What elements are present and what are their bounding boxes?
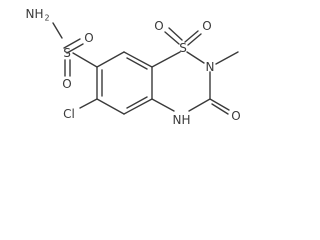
atom-label-o-sulfonamide-2: O [62, 77, 71, 91]
bond-n2-methyl [215, 51, 239, 65]
bond-s-o1-double [66, 43, 84, 54]
atom-label-nh2-n: N [26, 7, 35, 21]
bond-s-o1 [63, 38, 81, 49]
bond-c8a-c4a-double [126, 57, 148, 70]
bonds [52, 22, 239, 115]
atom-label-s-sulfonamide: S [63, 46, 71, 60]
bond-s1-o2-double [187, 33, 202, 46]
atom-label-s-ring: S [179, 41, 187, 55]
bond-s1-o1 [164, 31, 180, 45]
bond-c3-o-double [211, 103, 229, 115]
atom-label-cl: Cl [63, 107, 75, 121]
bond-s1-o1-double [168, 27, 183, 41]
atom-label-o-ring-1: O [154, 19, 163, 33]
atom-label-nh2-subscript: 2 [44, 14, 49, 23]
atom-label-o-carbonyl: O [231, 109, 240, 123]
bond-n4-c4a [151, 98, 175, 112]
bond-c5-c6-double [126, 96, 148, 109]
bond-s1-o2 [184, 30, 199, 43]
bond-c3-n4 [188, 98, 211, 112]
bond-c8a-s1 [151, 51, 181, 68]
atom-label-nh2-h: H [34, 7, 43, 21]
bond-c8a-c4a [123, 51, 153, 68]
bond-s-nh2 [52, 22, 63, 39]
atom-label-o-sulfonamide-1: O [84, 31, 93, 45]
bond-c6-cl [79, 98, 98, 109]
chemical-structure-diagram: N H 2 S O O S O O N Cl N H O [26, 7, 241, 127]
bond-c7-s [72, 52, 98, 68]
bond-c5-c6 [123, 98, 153, 115]
atom-label-nh-n: N [173, 113, 182, 127]
bond-s1-n2 [186, 51, 205, 64]
bond-c3-o [209, 98, 230, 111]
atom-label-nh-h: H [181, 113, 190, 127]
atom-label-o-ring-2: O [202, 19, 211, 33]
atom-label-n-methyl: N [206, 60, 215, 74]
bond-c7-c8a [96, 51, 125, 68]
bond-c6-c7 [96, 98, 125, 115]
atom-labels: N H 2 S O O S O O N Cl N H O [26, 7, 241, 127]
